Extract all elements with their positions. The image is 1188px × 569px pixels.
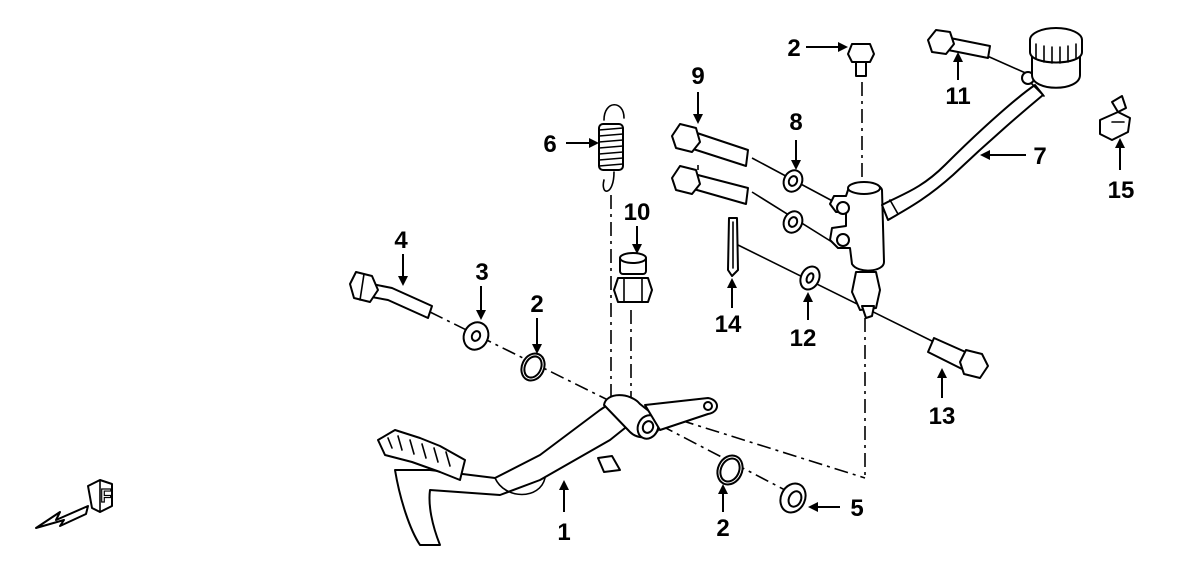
- callout-9: 9: [691, 63, 704, 90]
- cotter-pin: [727, 217, 739, 277]
- front-marker-letter: F: [101, 486, 112, 506]
- callout-labels: 1 2 2 2 3 4 5 6 7 8 9 10 11 12 13 14 15: [394, 35, 1134, 546]
- sealing-washers: [782, 169, 804, 234]
- front-direction-arrow-icon: F: [35, 479, 113, 529]
- washer-3: [462, 321, 490, 351]
- fitting-joint: [613, 252, 653, 303]
- callout-2-top: 2: [787, 35, 800, 62]
- plain-washer: [799, 265, 821, 291]
- o-ring-2-left: [520, 352, 546, 382]
- callout-10: 10: [624, 199, 651, 226]
- banjo-bolt-top: [847, 43, 875, 77]
- joint-bolt: [927, 337, 989, 379]
- callout-15: 15: [1108, 177, 1135, 204]
- callout-11: 11: [945, 83, 970, 110]
- callout-4: 4: [394, 227, 408, 254]
- callout-2-left: 2: [530, 291, 543, 318]
- reservoir-hose: [881, 81, 1045, 221]
- o-ring-2-bottom: [716, 454, 744, 486]
- return-spring: [598, 103, 625, 192]
- callout-13: 13: [929, 403, 956, 430]
- callout-6: 6: [543, 131, 556, 158]
- washer-5: [779, 482, 807, 514]
- callout-14: 14: [715, 311, 742, 338]
- callout-8: 8: [789, 109, 802, 136]
- callout-1: 1: [557, 519, 570, 546]
- brake-fluid-reservoir: [1029, 27, 1083, 89]
- reservoir-bolt: [927, 29, 1035, 85]
- callout-2-bottom: 2: [716, 515, 729, 542]
- pivot-bolt: [349, 271, 433, 319]
- hose-clip: [1099, 95, 1131, 141]
- callout-leaders: [398, 42, 1125, 512]
- callout-12: 12: [790, 325, 817, 352]
- brake-pedal: [377, 394, 718, 546]
- callout-7: 7: [1033, 143, 1046, 170]
- callout-5: 5: [850, 495, 863, 522]
- cylinder-bolts: [671, 123, 749, 205]
- master-cylinder: [829, 181, 885, 319]
- callout-3: 3: [475, 259, 488, 286]
